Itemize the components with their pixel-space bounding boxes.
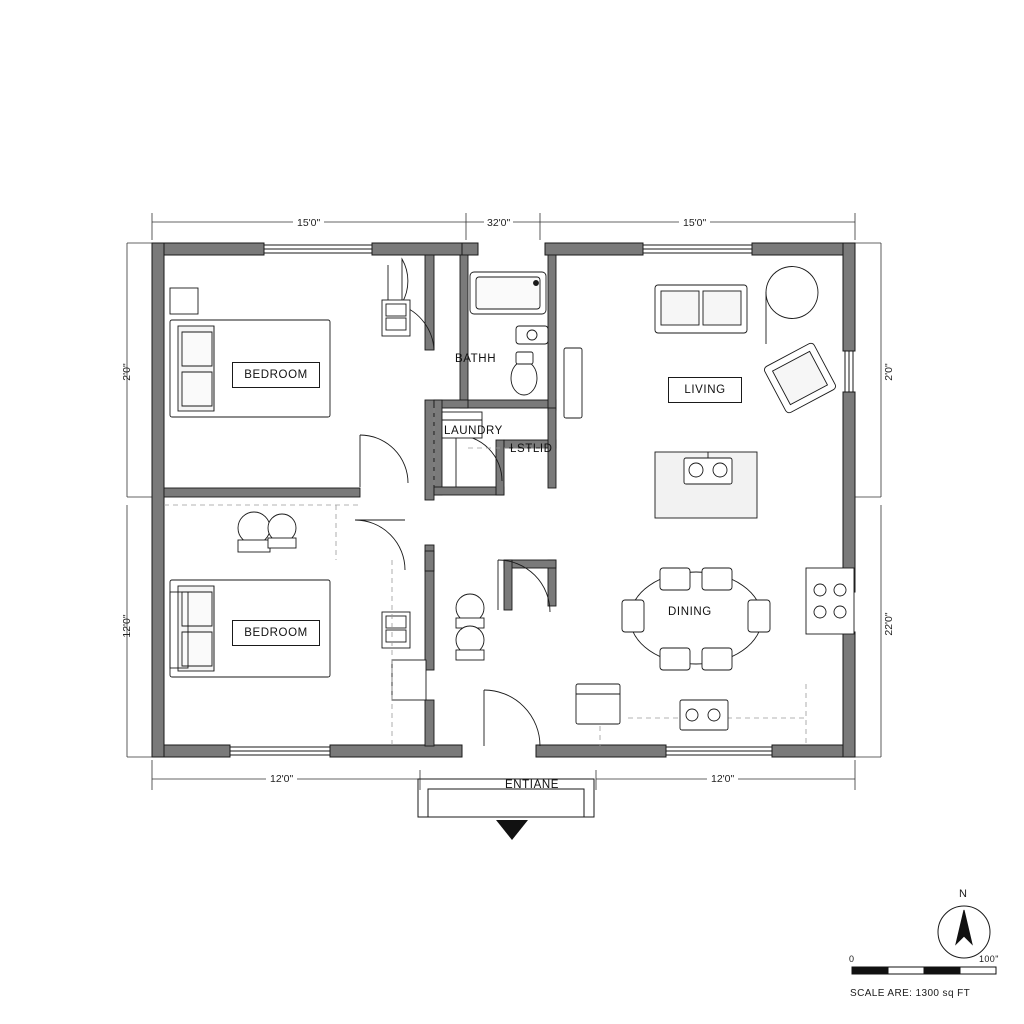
dimension-top-right: 15'0": [679, 217, 711, 229]
north-label: N: [959, 888, 968, 900]
scale-bar-right-label: 100": [979, 954, 999, 964]
room-label-text: BEDROOM: [244, 369, 308, 381]
exterior-walls: [151, 242, 856, 758]
furniture-bedroom-top: [169, 287, 411, 418]
room-label-text: LIVING: [684, 384, 726, 396]
room-label-text: LSTLID: [510, 443, 553, 455]
furniture-bedroom-bottom: [169, 511, 485, 701]
entrance-porch: [417, 778, 595, 840]
scale-bar-left-label: 0: [849, 954, 855, 964]
north-arrow: [937, 905, 991, 959]
dimension-right-upper: 2'0": [883, 363, 895, 381]
dimension-top-mid: 32'0": [484, 217, 514, 229]
room-label-text: DINING: [668, 606, 712, 618]
dimension-bottom-left: 12'0": [266, 773, 298, 785]
room-label-bedroom-bottom: BEDROOM: [232, 620, 320, 646]
room-label-living: LIVING: [668, 377, 742, 403]
room-label-entrance: ENTIANE: [472, 773, 592, 797]
furniture-dining: [575, 567, 855, 731]
dimension-right-lower: 22'0": [883, 612, 895, 636]
room-label-text: BATHH: [455, 353, 497, 365]
scale-bar: [851, 966, 997, 975]
room-label-text: LAUNDRY: [444, 425, 503, 437]
room-label-closet: LSTLID: [510, 443, 553, 455]
scale-area-note: SCALE ARE: 1300 sq FT: [850, 988, 971, 999]
room-label-text: BEDROOM: [244, 627, 308, 639]
furniture-laundry: [441, 411, 483, 439]
dimension-left-upper: 2'0": [121, 363, 133, 381]
room-label-text: ENTIANE: [504, 779, 560, 791]
furniture-living: [654, 266, 836, 519]
dimension-top-left: 15'0": [293, 217, 325, 229]
furniture-bath: [469, 271, 583, 419]
room-label-bath: BATHH: [455, 353, 496, 365]
room-label-laundry: LAUNDRY: [444, 425, 503, 437]
dimension-bottom-right: 12'0": [707, 773, 739, 785]
dimension-left-lower: 12'0": [121, 614, 133, 638]
interior-walls: [163, 254, 557, 747]
room-label-bedroom-top: BEDROOM: [232, 362, 320, 388]
room-label-dining: DINING: [664, 605, 716, 619]
